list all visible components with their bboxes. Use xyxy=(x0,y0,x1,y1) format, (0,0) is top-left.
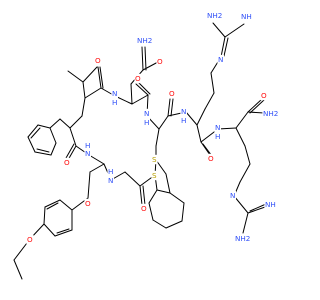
label-background xyxy=(180,115,188,126)
label-background xyxy=(143,108,150,119)
label-background xyxy=(156,56,164,67)
label-o-asn-side: O xyxy=(157,57,163,66)
label-background xyxy=(84,148,91,159)
label-o-ring: O xyxy=(141,204,147,213)
label-h-asn: H xyxy=(144,118,149,127)
label-background xyxy=(180,106,187,117)
label-background xyxy=(26,234,34,245)
label-background xyxy=(134,73,142,84)
label-background xyxy=(111,88,118,99)
label-h-tyr: H xyxy=(108,167,113,176)
label-n-guan-top: N xyxy=(218,55,223,64)
label-background xyxy=(214,122,221,133)
label-n-guan-bot: N xyxy=(230,191,235,200)
label-nh-val: N xyxy=(112,89,117,98)
label-o-cys: O xyxy=(169,89,175,98)
label-background xyxy=(264,199,277,210)
label-o-asn-bb: O xyxy=(135,74,141,83)
bonds xyxy=(13,22,269,280)
label-s2: S xyxy=(152,171,157,180)
label-o-tyr: O xyxy=(85,199,91,208)
label-o-ether: O xyxy=(27,235,33,244)
label-o-phe: O xyxy=(64,158,70,167)
label-background xyxy=(107,175,114,186)
label-background xyxy=(107,166,115,177)
label-background xyxy=(140,203,148,214)
label-background xyxy=(151,154,158,165)
label-h-arg1: H xyxy=(215,132,220,141)
label-nh-guan-bot: NH xyxy=(265,200,276,209)
label-background xyxy=(84,140,92,151)
label-background xyxy=(168,88,176,99)
label-background xyxy=(84,198,92,209)
label-background xyxy=(229,190,236,201)
label-nh-arg1: N xyxy=(215,123,220,132)
label-nh2-amide-asn: NH2 xyxy=(137,36,152,45)
label-h-cys: H xyxy=(181,116,186,125)
label-background xyxy=(143,117,151,128)
label-background xyxy=(260,90,268,101)
label-s1: S xyxy=(152,155,157,164)
label-nh-asn: N xyxy=(144,109,149,118)
label-h-val: H xyxy=(112,98,117,107)
label-nh-tyr: N xyxy=(108,176,113,185)
label-background xyxy=(94,55,102,66)
atom-labels: NH2 NH N NH2 O O N H O N H O N H N H O O… xyxy=(26,10,279,245)
label-background xyxy=(111,97,119,108)
label-nh-guan-top: NH xyxy=(241,12,252,21)
label-nh2-terminal: NH2 xyxy=(263,109,278,118)
label-background xyxy=(206,10,223,21)
label-background xyxy=(151,170,158,181)
label-nh-cys: N xyxy=(181,107,186,116)
label-o-val-carbonyl: O xyxy=(95,56,101,65)
label-background xyxy=(136,35,153,46)
label-o-terminal: O xyxy=(261,91,267,100)
label-background xyxy=(63,157,71,168)
molecular-structure-diagram: NH2 NH N NH2 O O N H O N H O N H N H O O… xyxy=(0,0,300,300)
label-background xyxy=(262,108,279,119)
label-background xyxy=(214,131,222,142)
background xyxy=(0,0,300,300)
label-o-arg1: O xyxy=(208,154,214,163)
label-background xyxy=(217,54,224,65)
label-h-phe: H xyxy=(85,141,90,150)
label-background xyxy=(207,153,215,164)
label-nh2-guan-bot: NH2 xyxy=(235,234,250,243)
label-background xyxy=(240,11,253,22)
label-nh-phe: N xyxy=(85,149,90,158)
label-nh2-guan-top: NH2 xyxy=(207,11,222,20)
label-background xyxy=(234,233,251,244)
